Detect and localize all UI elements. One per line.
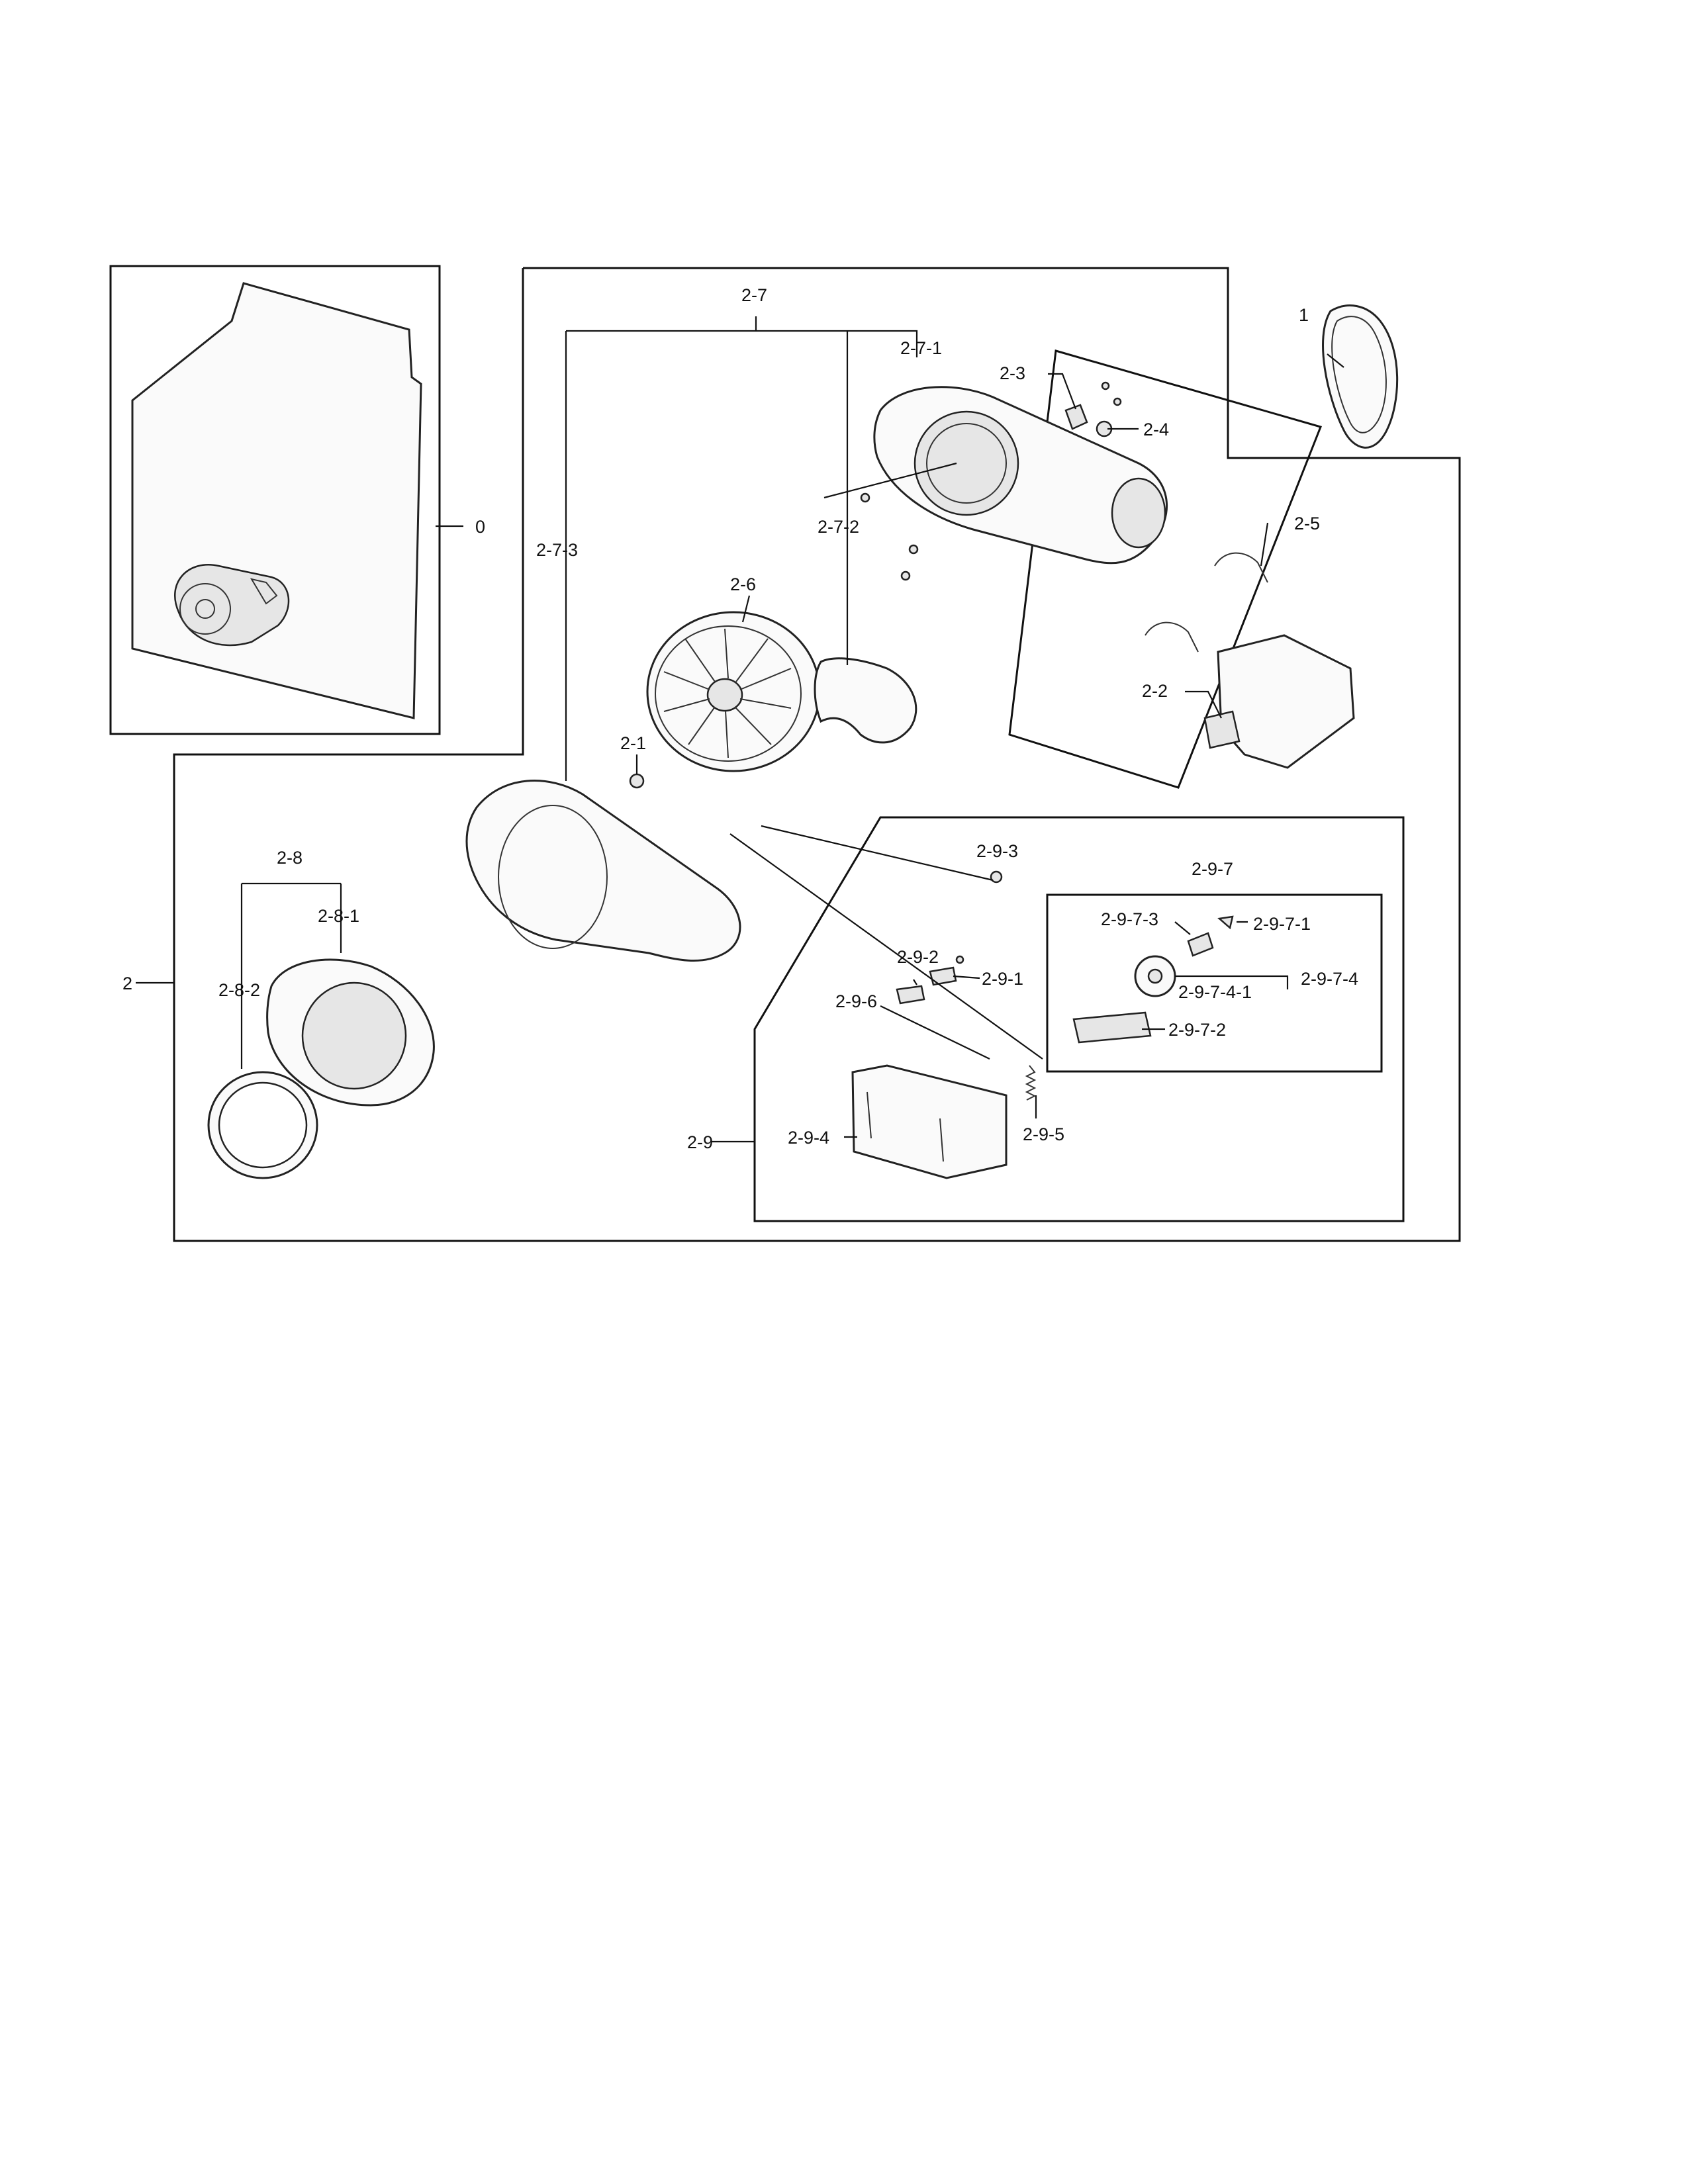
pulley-subgroup-frame — [1046, 893, 1383, 1073]
leader-line — [1048, 373, 1077, 410]
hex-nut — [629, 773, 645, 789]
idler-bracket — [851, 1064, 1008, 1179]
blower-housing-rear-opening-inner — [926, 423, 1007, 504]
leader-line — [240, 882, 342, 1069]
callout-2-6: 2-6 — [730, 574, 756, 594]
idler-shaft — [1187, 932, 1214, 957]
blower-housing-front — [465, 780, 741, 962]
callout-2-9-4: 2-9-4 — [788, 1128, 829, 1148]
callout-2-7-1: 2-7-1 — [900, 338, 942, 358]
callout-0: 0 — [475, 517, 485, 537]
duct-seal — [814, 657, 917, 744]
callout-2-5: 2-5 — [1294, 514, 1320, 533]
motor-group-frame — [1008, 349, 1323, 789]
screw-icon — [900, 570, 911, 581]
callout-2-1: 2-1 — [620, 733, 646, 753]
idler-bracket-slot — [867, 1091, 872, 1139]
motor-clip — [1214, 552, 1268, 583]
callout-2-9-1: 2-9-1 — [982, 969, 1023, 989]
screw-icon — [1101, 381, 1110, 390]
screw-icon — [1113, 397, 1122, 406]
cabinet-overview — [131, 282, 422, 719]
idler-cap — [1217, 915, 1234, 930]
leader-line — [1175, 975, 1289, 989]
callout-2-8-2: 2-8-2 — [218, 980, 260, 1000]
idler-bracket-slot — [939, 1118, 944, 1162]
blower-housing-front-opening — [498, 805, 608, 949]
leader-line — [729, 825, 1043, 1060]
screw-icon — [860, 492, 870, 503]
idler-group-frame — [753, 816, 1405, 1222]
leader-line — [823, 462, 957, 499]
blower-housing-rear-opening — [914, 410, 1019, 516]
leader-line — [1174, 921, 1248, 935]
leader-line — [1260, 522, 1269, 567]
callout-2-9-6: 2-9-6 — [835, 991, 877, 1011]
callout-2-7: 2-7 — [741, 285, 767, 305]
drive-belt-inner — [1331, 316, 1387, 433]
callout-2-9-5: 2-9-5 — [1023, 1124, 1064, 1144]
screw-icon — [955, 955, 964, 964]
blower-bearing-housing-opening — [301, 981, 407, 1090]
inset-motor-bracket — [250, 578, 278, 605]
blower-wheel-blades — [663, 628, 792, 758]
inset-frame — [109, 265, 441, 735]
blower-wheel-rim — [655, 625, 802, 762]
drive-motor — [1217, 634, 1355, 769]
idler-arm — [1072, 1011, 1152, 1044]
callout-2-9-7-4: 2-9-7-4 — [1301, 969, 1358, 989]
callout-1: 1 — [1299, 305, 1309, 325]
callout-2-8-1: 2-8-1 — [318, 906, 359, 926]
idler-spring — [1025, 1065, 1037, 1101]
callout-2-9-7-2: 2-9-7-2 — [1168, 1020, 1226, 1040]
inset-blower-wheel — [179, 583, 231, 635]
leader-line — [1185, 690, 1222, 719]
screw-icon — [990, 870, 1003, 884]
callout-2-9-7-1: 2-9-7-1 — [1253, 914, 1311, 934]
callout-2-9-7: 2-9-7 — [1192, 859, 1233, 879]
drive-motor-end — [1203, 710, 1241, 749]
callout-2-7-3: 2-7-3 — [536, 540, 578, 560]
callout-2-9-3: 2-9-3 — [976, 841, 1018, 861]
callout-2-4: 2-4 — [1143, 420, 1169, 439]
callout-2-3: 2-3 — [1000, 363, 1025, 383]
seal-ring-inner — [218, 1081, 308, 1169]
blower-wheel-hub — [706, 678, 743, 712]
leader-line — [1327, 353, 1344, 368]
leader-line — [565, 316, 918, 781]
blower-housing-rear-outlet — [1111, 477, 1166, 549]
leader-line — [913, 975, 980, 985]
leader-line — [741, 595, 751, 623]
leader-line — [880, 1005, 990, 1060]
screw-icon — [908, 544, 919, 555]
callout-2-8: 2-8 — [277, 848, 303, 868]
main-assembly-frame — [173, 267, 1461, 1242]
inset-blower-hub — [195, 599, 215, 619]
idler-pulley-hub — [1147, 968, 1163, 984]
callout-2-9-2: 2-9-2 — [897, 947, 939, 967]
motor-pulley-part — [1064, 404, 1088, 430]
callout-2-9-7-4-1: 2-9-7-4-1 — [1178, 982, 1252, 1002]
callout-2-9-7-3: 2-9-7-3 — [1101, 909, 1158, 929]
inset-blower-housing — [174, 564, 290, 647]
switch-bracket — [896, 985, 925, 1005]
motor-clip — [1145, 621, 1199, 653]
callout-2-2: 2-2 — [1142, 681, 1168, 701]
callout-2: 2 — [122, 974, 132, 993]
callout-2-9: 2-9 — [687, 1132, 713, 1152]
idler-switch — [929, 966, 957, 986]
callout-2-7-2: 2-7-2 — [818, 517, 859, 537]
